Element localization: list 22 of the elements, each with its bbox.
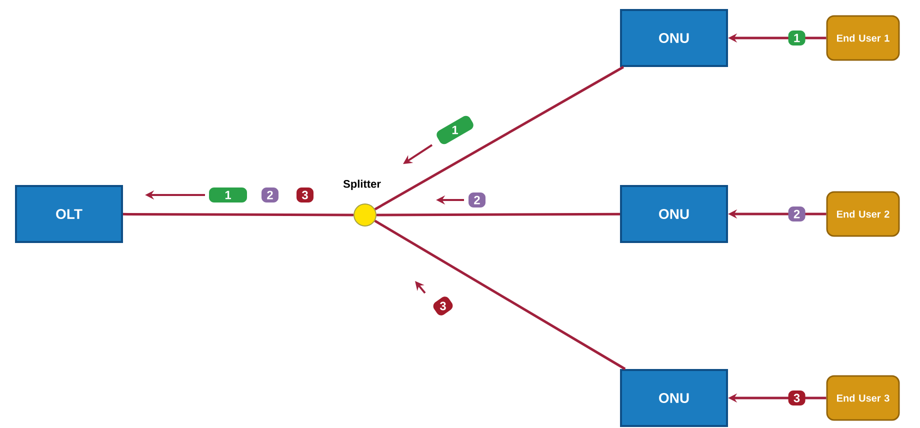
packet-label: 1: [436, 116, 474, 144]
fiber-line: [123, 212, 354, 216]
fiber-line: [374, 66, 624, 210]
packet-label: 2: [262, 188, 278, 202]
user-box: End User 1: [826, 15, 900, 61]
user-box: End User 2: [826, 191, 900, 237]
splitter-node: Splitter: [343, 180, 381, 226]
packet-label: 2: [468, 192, 486, 208]
packet-label: 3: [296, 188, 314, 202]
terminal-box: ONU: [620, 369, 728, 427]
edge-label: 2: [788, 206, 806, 222]
packet-label: 1: [209, 188, 247, 202]
node-label: Splitter: [343, 180, 381, 190]
terminal-box: OLT: [15, 185, 123, 243]
user-box: End User 3: [826, 375, 900, 421]
terminal-box: ONU: [620, 185, 728, 243]
fiber-line: [376, 212, 620, 216]
terminal-box: ONU: [620, 9, 728, 67]
fiber-line: [374, 220, 626, 370]
edge-label: 1: [788, 30, 806, 46]
packet-label: 3: [433, 296, 453, 316]
edge-label: 3: [788, 390, 806, 406]
